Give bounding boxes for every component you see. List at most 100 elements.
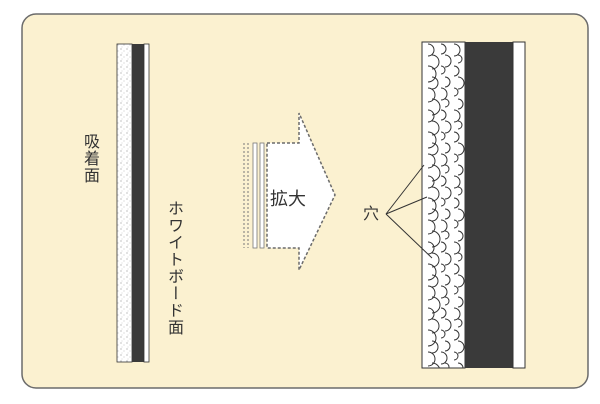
enlarge-label: 拡大 (270, 189, 306, 210)
hole-arc (431, 208, 439, 222)
hole-arc (444, 274, 451, 286)
hole-arc (444, 318, 452, 332)
hole-arc (453, 307, 461, 321)
hole-arc (440, 263, 446, 273)
hole-arc (453, 131, 460, 143)
hole-arc (440, 285, 448, 299)
hole-arc (440, 43, 447, 55)
hole-arc (453, 87, 459, 97)
hole-arc (453, 219, 459, 229)
hole-arc (457, 54, 463, 64)
hole-arc (453, 43, 461, 57)
hole-arc (457, 120, 463, 130)
hole-arc (427, 175, 435, 189)
hole-arc (431, 274, 439, 288)
hole-arc (427, 307, 435, 321)
hole-arc (427, 131, 437, 149)
hole-arc (440, 175, 447, 187)
hole-pointer-lines (385, 164, 433, 259)
whiteboard-surface-label: ホワイトボード面 (165, 200, 184, 336)
hole-arc (453, 285, 459, 295)
hole-arc (440, 219, 448, 233)
hole-arc (444, 340, 451, 352)
hole-arc (453, 329, 460, 341)
hole-arc (453, 109, 461, 123)
hole-pattern (427, 43, 465, 368)
speed-bar (252, 142, 258, 249)
hole-arc (457, 76, 465, 90)
hole-arc (444, 362, 450, 368)
hole-arc (431, 76, 439, 90)
hole-arc (453, 153, 459, 163)
hole-arc (457, 142, 465, 156)
speed-bar (259, 142, 265, 249)
adsorption-surface-label: 吸着面 (81, 133, 100, 184)
hole-arc (457, 252, 463, 262)
hole-arc (444, 98, 450, 108)
hole-arc (453, 175, 461, 189)
hole-arc (457, 164, 464, 176)
hole-arc (440, 87, 448, 101)
hole-arc (457, 362, 464, 368)
hole-arc (440, 131, 446, 141)
hole-arc (431, 340, 439, 354)
hole-arc (427, 285, 436, 301)
pointer-line (385, 213, 433, 259)
hole-arc (427, 219, 436, 235)
small-cross-section (116, 43, 150, 363)
hole-arc (457, 296, 464, 308)
hole-arc (440, 153, 448, 167)
white-surface-small (143, 43, 150, 363)
hole-arc (440, 351, 448, 365)
dark-core-small (132, 44, 144, 362)
hole-arc (457, 230, 464, 242)
hole-arc (444, 142, 451, 154)
hole-arc (444, 54, 452, 68)
hole-arc (427, 351, 436, 367)
arrow-shape (266, 112, 336, 271)
hole-arc (427, 65, 437, 83)
hole-arc (444, 208, 451, 220)
hole-arc (431, 362, 440, 368)
pointer-line (385, 196, 428, 215)
hole-arc (440, 197, 446, 207)
hole-arc (431, 98, 441, 116)
hole-arc (444, 252, 452, 266)
hole-arc (431, 142, 439, 156)
large-cross-section (421, 41, 526, 369)
hole-arc (444, 230, 450, 240)
hole-arc (440, 109, 447, 121)
hole-arc (457, 98, 464, 110)
hole-arc (444, 186, 452, 200)
hole-arc (440, 307, 447, 319)
hole-arc (457, 318, 463, 328)
hole-arc (440, 65, 446, 75)
hole-arc (453, 241, 461, 255)
hole-arc (431, 296, 441, 314)
hole-arc (453, 197, 460, 209)
hole-arc (444, 120, 452, 134)
pointer-line (385, 164, 425, 215)
enlarge-arrow (243, 112, 336, 271)
adsorption-layer-small (116, 43, 133, 363)
hole-arc (427, 109, 435, 123)
hole-arc (453, 65, 460, 77)
hole-arc (427, 87, 436, 103)
hole-label: 穴 (363, 204, 380, 223)
hole-arc (431, 230, 441, 248)
hole-arc (427, 263, 437, 281)
hole-arc (457, 208, 465, 222)
hole-arc (440, 241, 447, 253)
hole-arc (427, 197, 437, 215)
hole-arc (431, 164, 441, 182)
hole-arc (453, 263, 460, 275)
hole-arc (427, 329, 437, 347)
hole-arc (457, 340, 465, 354)
hole-arc (427, 153, 436, 169)
white-surface-large (512, 41, 526, 369)
hole-arc (427, 241, 435, 255)
hole-arc (457, 186, 463, 196)
hole-arc (444, 164, 450, 174)
